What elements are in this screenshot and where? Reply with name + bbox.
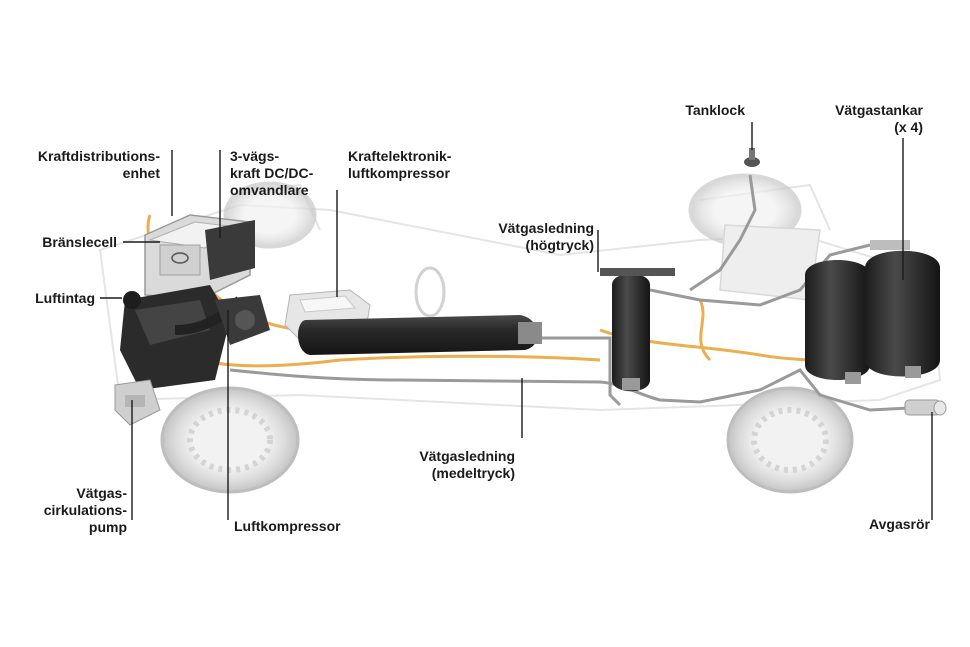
steering-wheel bbox=[414, 266, 446, 318]
leader-lines bbox=[100, 122, 933, 520]
rear-large-tank-1 bbox=[805, 260, 870, 384]
air-intake-assembly bbox=[120, 285, 244, 390]
tank-cap bbox=[744, 148, 760, 167]
label-luftkompressor: Luftkompressor bbox=[234, 518, 341, 534]
label-vatgas-pump: Vätgas- cirkulations- pump bbox=[43, 485, 127, 535]
label-dcdc-converter: 3-vägs- kraft DC/DC- omvandlare bbox=[230, 148, 314, 198]
label-vatgastankar: Vätgastankar (x 4) bbox=[835, 102, 923, 135]
wheel-front-left bbox=[160, 386, 300, 494]
label-luftintag: Luftintag bbox=[35, 290, 95, 306]
label-avgasror: Avgasrör bbox=[869, 516, 930, 532]
rear-small-tank bbox=[600, 268, 675, 392]
fuel-cell-stack bbox=[144, 214, 255, 301]
label-kraftelektronik: Kraftelektronik- luftkompressor bbox=[348, 148, 452, 181]
hydrogen-pipes bbox=[229, 174, 911, 412]
tunnel-hydrogen-tank bbox=[298, 315, 542, 355]
label-vatgasledning-hogtryck: Vätgasledning (högtryck) bbox=[498, 220, 594, 253]
rear-large-tank-2 bbox=[865, 240, 940, 378]
wheel-rear-left bbox=[726, 386, 854, 494]
air-compressor-unit bbox=[215, 295, 270, 345]
label-kraftdistribution: Kraftdistributions- enhet bbox=[37, 148, 160, 181]
recirculation-pump bbox=[114, 379, 161, 426]
label-vatgasledning-medeltryck: Vätgasledning (medeltryck) bbox=[419, 448, 515, 481]
label-bransle: Bränslecell bbox=[42, 234, 117, 250]
exhaust-tip bbox=[904, 399, 947, 416]
label-tanklock: Tanklock bbox=[685, 102, 745, 118]
